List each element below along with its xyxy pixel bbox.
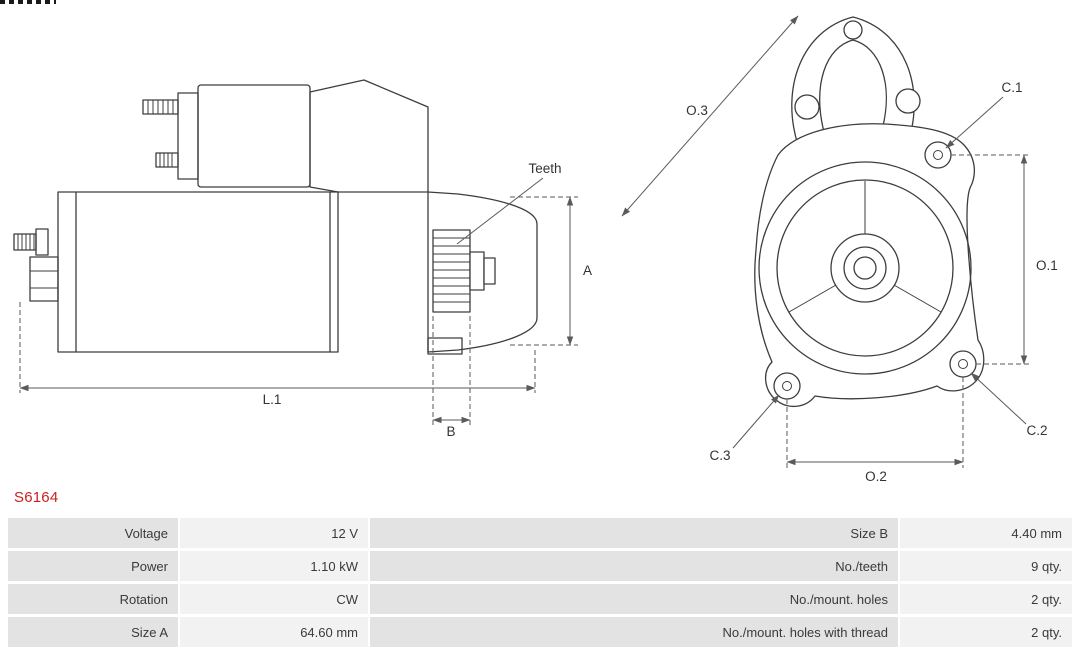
rear-terminal-nut <box>35 228 49 256</box>
spec-label-cell: Voltage <box>8 518 178 548</box>
dim-label-a: A <box>583 263 592 278</box>
corner-artifact <box>0 0 56 4</box>
dim-label-c2: C.2 <box>1026 423 1047 438</box>
face-outer-circle <box>758 161 972 375</box>
bracket-boss-left <box>794 94 820 120</box>
bracket-boss-right <box>895 88 921 114</box>
shaft-circle <box>853 256 877 280</box>
spec-value-cell: 12 V <box>180 518 368 548</box>
solenoid-cap <box>177 92 199 180</box>
starter-side-view: Teeth A L.1 B <box>13 79 592 439</box>
rear-connector-block <box>29 256 59 302</box>
spec-label-cell: No./mount. holes with thread <box>370 617 898 647</box>
spec-label-cell: Power <box>8 551 178 581</box>
bracket-top-hole <box>843 20 863 40</box>
dim-label-c1: C.1 <box>1001 80 1022 95</box>
pinion-collar <box>469 251 485 291</box>
hub-spokes <box>788 181 942 313</box>
dim-label-teeth: Teeth <box>528 161 561 176</box>
spec-label-cell: No./mount. holes <box>370 584 898 614</box>
dim-label-c3: C.3 <box>709 448 730 463</box>
motor-body <box>57 191 339 353</box>
spec-value-cell: 4.40 mm <box>900 518 1072 548</box>
bracket-foot <box>427 337 463 355</box>
spec-value-cell: 1.10 kW <box>180 551 368 581</box>
drive-end-bracket <box>427 191 538 353</box>
starter-front-view: O.3 C.1 O.1 C.2 C.3 O.2 <box>621 15 1058 484</box>
mount-hole-c1 <box>924 141 952 169</box>
spec-value-cell: 2 qty. <box>900 584 1072 614</box>
terminal-stud-top <box>142 99 179 115</box>
spec-value-cell: 64.60 mm <box>180 617 368 647</box>
shaft-boss-circle <box>843 246 887 290</box>
spec-table: Voltage 12 V Size B 4.40 mm Power 1.10 k… <box>8 518 1072 647</box>
spec-label-cell: Size A <box>8 617 178 647</box>
spec-value-cell: CW <box>180 584 368 614</box>
solenoid-bridge <box>309 79 429 193</box>
technical-drawing: Teeth A L.1 B <box>13 15 1058 484</box>
dim-label-o2: O.2 <box>865 469 887 484</box>
dim-label-o3: O.3 <box>686 103 708 118</box>
shaft-tip <box>483 257 496 285</box>
spec-value-cell: 9 qty. <box>900 551 1072 581</box>
mount-hole-c2 <box>949 350 977 378</box>
dim-label-l1: L.1 <box>263 392 282 407</box>
face-inner-circle <box>776 179 954 357</box>
spec-label-cell: No./teeth <box>370 551 898 581</box>
mounting-flange <box>754 123 985 407</box>
spec-label-cell: Size B <box>370 518 898 548</box>
dim-label-b: B <box>446 424 455 439</box>
mount-hole-c3 <box>773 372 801 400</box>
top-bracket-inner-arch <box>819 39 887 133</box>
dim-label-o1: O.1 <box>1036 258 1058 273</box>
solenoid-body <box>197 84 311 188</box>
terminal-stud-bottom <box>155 152 179 168</box>
rear-terminal-stud <box>13 233 37 251</box>
pinion-gear <box>432 229 471 313</box>
spec-value-cell: 2 qty. <box>900 617 1072 647</box>
part-number: S6164 <box>14 489 59 506</box>
spec-label-cell: Rotation <box>8 584 178 614</box>
